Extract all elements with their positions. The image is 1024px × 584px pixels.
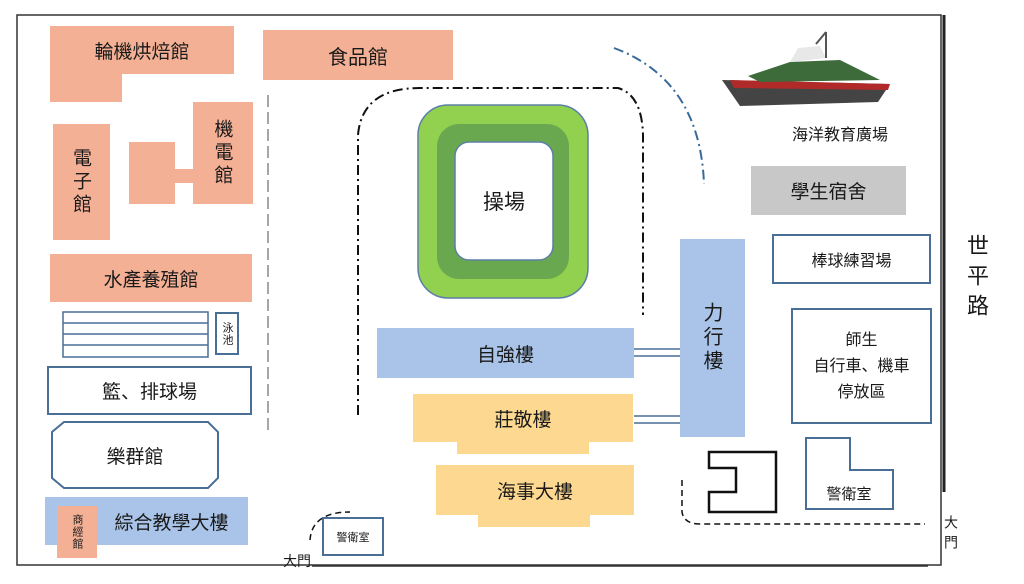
label-court: 籃、排球場 <box>101 381 197 403</box>
building-food-hall: 食品館 <box>263 30 453 80</box>
guard-right-shape <box>805 437 894 510</box>
label-lixing: 力行樓 <box>700 302 724 374</box>
label-music-hall: 樂群館 <box>106 445 164 468</box>
label-pool: 泳池 <box>221 321 234 346</box>
building-electronics: 電子館 <box>53 124 110 240</box>
building-baseball: 棒球練習場 <box>772 234 931 284</box>
building-maritime-base <box>478 515 590 527</box>
label-business: 商經館 <box>71 514 84 550</box>
building-zhuangjing: 莊敬樓 <box>413 394 633 442</box>
building-business: 商經館 <box>57 506 97 558</box>
building-maritime: 海事大樓 <box>436 465 634 515</box>
music-hall-shape <box>51 421 219 489</box>
label-dorm: 學生宿舍 <box>790 181 867 203</box>
label-electromech: 機電館 <box>211 118 234 188</box>
building-electromech-link <box>175 169 193 183</box>
field-label: 操場 <box>483 190 525 214</box>
building-electromech-wing <box>129 142 175 204</box>
building-lixing: 力行樓 <box>680 239 745 437</box>
label-electronics: 電子館 <box>70 147 92 217</box>
label-teaching: 綜合教學大樓 <box>114 511 229 534</box>
path-around-field <box>357 87 644 415</box>
building-ziqiang: 自強樓 <box>377 328 634 378</box>
label-road: 世平路 <box>963 234 988 324</box>
building-music-hall: 樂群館 <box>52 422 218 488</box>
label-aquaculture: 水產養殖館 <box>103 268 199 291</box>
structure-outline <box>707 450 778 514</box>
field-inner <box>454 141 554 261</box>
label-gate-bottom: 大門 <box>283 554 311 570</box>
building-pool: 泳池 <box>215 312 239 355</box>
label-gate-right: 大門 <box>942 515 958 555</box>
label-guard-right: 警衛室 <box>826 484 872 503</box>
building-dorm: 學生宿舍 <box>751 166 906 215</box>
label-ziqiang: 自強樓 <box>476 343 534 366</box>
pool-stripes <box>62 311 209 358</box>
building-electromech: 機電館 <box>193 102 253 204</box>
label-zhuangjing: 莊敬樓 <box>494 408 552 431</box>
parking-line-2: 自行車、機車 <box>813 356 910 375</box>
building-parking: 師生 自行車、機車 停放區 <box>791 308 932 424</box>
path-bottom-right <box>681 480 925 525</box>
parking-line-1: 師生 <box>845 330 878 349</box>
building-court: 籃、排球場 <box>47 366 252 415</box>
building-wheel-bakery-annex <box>50 74 122 102</box>
label-food-hall: 食品館 <box>328 44 388 69</box>
label-guard-left: 警衛室 <box>336 530 370 544</box>
label-baseball: 棒球練習場 <box>811 251 892 270</box>
map-border <box>16 14 942 566</box>
connectors <box>634 348 680 424</box>
path-top-right <box>613 47 705 185</box>
label-ocean-plaza: 海洋教育廣場 <box>791 125 888 144</box>
building-guard-left: 警衛室 <box>322 517 384 556</box>
ship-icon <box>722 31 890 106</box>
parking-line-3: 停放區 <box>837 382 886 401</box>
building-zhuangjing-base <box>457 442 589 454</box>
label-maritime: 海事大樓 <box>496 480 573 503</box>
building-wheel-bakery: 輪機烘焙館 <box>50 26 234 74</box>
path-gate-left <box>309 511 351 541</box>
building-aquaculture: 水產養殖館 <box>50 254 252 302</box>
label-wheel-bakery: 輪機烘焙館 <box>94 40 190 63</box>
